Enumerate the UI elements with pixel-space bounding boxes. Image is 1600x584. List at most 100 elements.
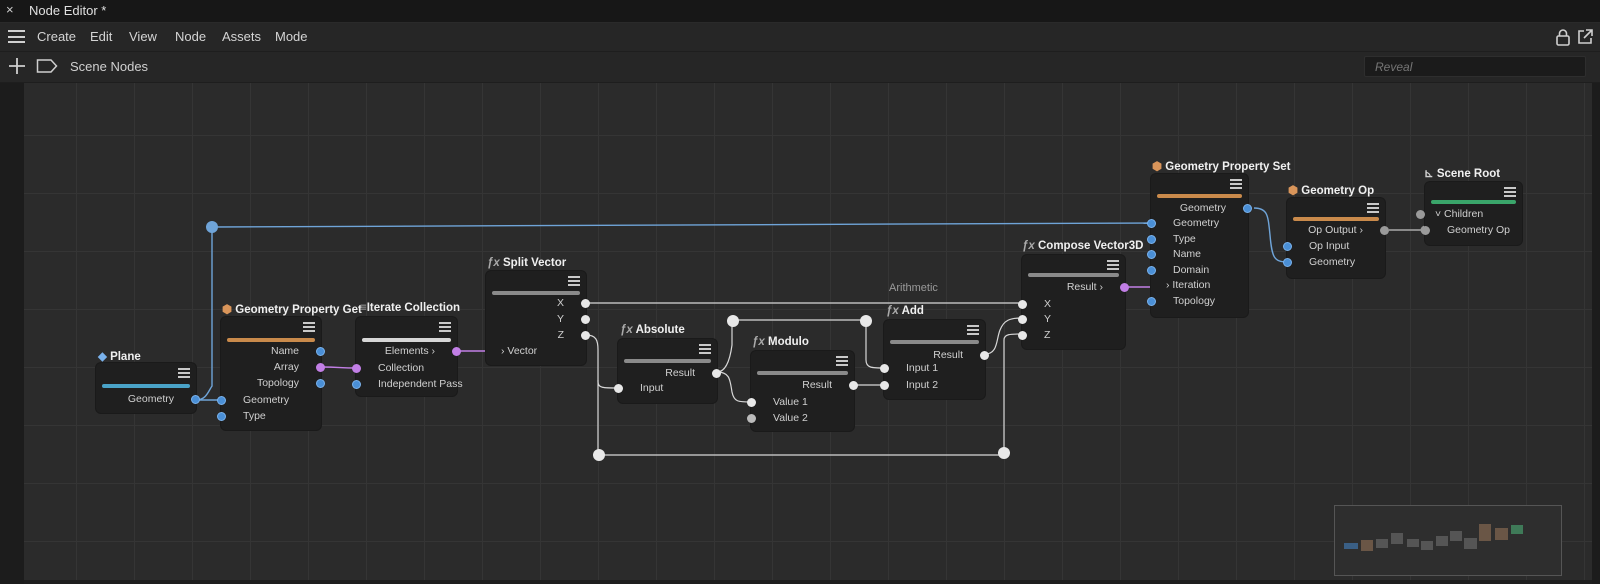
socket-x-in[interactable] [1018,300,1027,309]
socket-geometry-op-in[interactable] [1421,226,1430,235]
node-menu-icon[interactable] [699,344,711,355]
node-title-compose: ƒx Compose Vector3D [1022,240,1144,252]
socket-topology-in[interactable] [1147,297,1156,306]
hamburger-menu-icon[interactable] [8,30,25,43]
port-value2-in: Value 2 [773,412,808,424]
socket-type-in[interactable] [1147,235,1156,244]
socket-name-out[interactable] [316,347,325,356]
node-scene-root[interactable]: ˅ Children Geometry Op [1421,182,1522,245]
socket-name-in[interactable] [1147,250,1156,259]
socket-topology-out[interactable] [316,379,325,388]
port-y-in: Y [1044,313,1052,325]
socket-z-in[interactable] [1018,331,1027,340]
port-geometry-op-in: Geometry Op [1447,224,1511,236]
socket-result-out[interactable] [849,381,858,390]
node-menu-icon[interactable] [836,356,848,367]
node-add[interactable]: Result Input 1 Input 2 [880,320,989,399]
node-menu-icon[interactable] [1107,260,1119,271]
node-geom-set[interactable]: Geometry Geometry Type Name Domain › Ite… [1147,174,1252,317]
socket-geometry-out[interactable] [191,395,200,404]
node-title-iterate: ≡Iterate Collection [360,302,461,314]
primitive-icon: ◆ [98,351,107,363]
node-absolute[interactable]: Result Input [614,339,721,403]
socket-independent-pass-in[interactable] [352,380,361,389]
node-title-geom-get: ⬢ Geometry Property Get [222,304,362,316]
socket-input1-in[interactable] [880,364,889,373]
tag-icon[interactable] [36,58,58,74]
node-menu-icon[interactable] [1504,187,1516,198]
node-geom-op[interactable]: Op Output › Op Input Geometry [1283,198,1389,278]
node-title-absolute: ƒx Absolute [620,324,685,336]
node-title-scene-root: ⊾ Scene Root [1424,168,1501,180]
socket-domain-in[interactable] [1147,266,1156,275]
node-menu-icon[interactable] [568,276,580,287]
port-geometry-in: Geometry [243,394,290,406]
node-plane[interactable]: Geometry [96,363,200,413]
breadcrumb[interactable]: Scene Nodes [70,59,149,74]
title-bar: × Node Editor * [0,0,1600,23]
menu-create[interactable]: Create [37,29,77,44]
node-color-strip [1293,217,1379,221]
menu-mode[interactable]: Mode [275,29,308,44]
port-name-in: Name [1173,248,1202,260]
port-op-input-in: Op Input [1309,240,1350,252]
cube-icon: ⬢ [222,304,233,316]
group-label-arithmetic: Arithmetic [889,282,938,294]
node-modulo[interactable]: Result Value 1 Value 2 [747,351,858,431]
socket-result-out[interactable] [1120,283,1129,292]
port-name-out: Name [270,345,299,357]
node-title-split: ƒx Split Vector [487,257,567,269]
node-menu-icon[interactable] [967,325,979,336]
socket-op-input-in[interactable] [1283,242,1292,251]
socket-elements-out[interactable] [452,347,461,356]
socket-children-in[interactable] [1416,210,1425,219]
node-title-geom-set: ⬢ Geometry Property Set [1152,161,1291,173]
port-geometry-out: Geometry [1179,202,1226,214]
lock-icon[interactable] [1554,28,1572,46]
node-geom-get[interactable]: Name Array Topology Geometry Type [217,317,325,430]
popout-icon[interactable] [1576,28,1594,46]
node-menu-icon[interactable] [303,322,315,333]
port-geometry-in: Geometry [1173,217,1220,229]
node-menu-icon[interactable] [1367,203,1379,214]
node-compose[interactable]: Result › X Y Z [1018,255,1129,349]
socket-z-out[interactable] [581,331,590,340]
socket-type-in[interactable] [217,412,226,421]
port-type-in: Type [1173,233,1196,245]
cube-icon: ⬢ [1152,161,1163,173]
search-input[interactable] [1364,56,1586,77]
node-iterate[interactable]: Elements › Collection Independent Pass [352,317,463,396]
menu-node[interactable]: Node [175,29,207,44]
node-split[interactable]: X Y Z › Vector [486,271,590,365]
socket-collection-in[interactable] [352,364,361,373]
menu-edit[interactable]: Edit [90,29,113,44]
port-input2-in: Input 2 [906,379,939,391]
port-array-out: Array [273,361,299,373]
node-menu-icon[interactable] [178,368,190,379]
socket-x-out[interactable] [581,299,590,308]
socket-geometry-in[interactable] [217,396,226,405]
minimap[interactable] [1334,505,1562,576]
node-title-modulo: ƒx Modulo [752,336,809,348]
socket-array-out[interactable] [316,363,325,372]
menu-view[interactable]: View [129,29,157,44]
node-menu-icon[interactable] [1230,179,1242,190]
socket-geometry-in[interactable] [1147,219,1156,228]
socket-value2-in[interactable] [747,414,756,423]
socket-result-out[interactable] [712,369,721,378]
socket-input-in[interactable] [614,384,623,393]
node-color-strip [890,340,979,344]
close-icon[interactable]: × [6,2,14,17]
node-menu-icon[interactable] [439,322,451,333]
toolbar: Scene Nodes [0,52,1600,82]
socket-geometry-in[interactable] [1283,258,1292,267]
menu-assets[interactable]: Assets [222,29,262,44]
socket-result-out[interactable] [980,351,989,360]
socket-y-out[interactable] [581,315,590,324]
socket-input2-in[interactable] [880,381,889,390]
socket-y-in[interactable] [1018,315,1027,324]
socket-geometry-out[interactable] [1243,204,1252,213]
socket-value1-in[interactable] [747,398,756,407]
plus-icon[interactable] [8,57,26,75]
socket-op-output-out[interactable] [1380,226,1389,235]
